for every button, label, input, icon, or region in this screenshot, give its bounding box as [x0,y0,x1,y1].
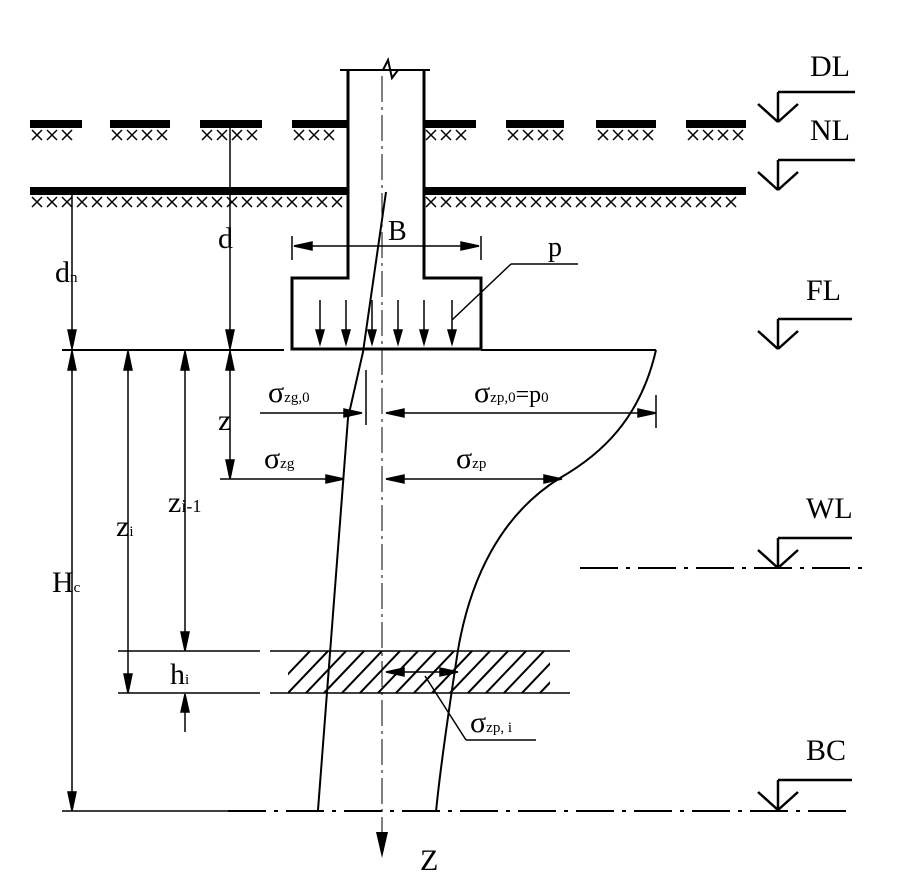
level-label-nl: NL [810,114,850,147]
extension-lines [62,478,340,812]
pressure-leader [451,263,512,321]
level-label-dl: DL [810,50,850,83]
label-z: z [218,404,231,437]
label-zi: zi [116,510,134,543]
soil-layer-hi [270,650,570,694]
sigma-zp0-arrow [385,395,657,428]
sigma-zp-arrow [385,474,563,484]
label-hc: Hc [52,566,81,599]
width-label: B [388,216,407,247]
sigma-zpi-arrow [385,667,536,741]
z-axis-arrow [376,832,388,858]
level-symbols [757,90,855,811]
label-sigma-zg0: σzg,0 [268,376,310,409]
sigma-zg-arrow [325,474,345,484]
additional-stress-curve [435,349,657,813]
label-sigma-zp0: σzp,0=p0 [474,376,549,409]
label-zi-1: zi-1 [168,486,201,519]
level-label-fl: FL [806,274,841,307]
pressure-arrows [315,300,457,347]
level-label-wl: WL [806,492,853,525]
break-symbol [382,57,399,81]
width-dimension [291,236,482,260]
sigma-zg0-arrow [260,370,367,425]
label-hi: hi [170,658,189,691]
dimension-lines [67,128,235,812]
label-sigma-zp: σzp [456,442,486,475]
self-weight-stress-line [317,191,387,811]
column-footing [290,69,483,351]
z-axis-label: Z [420,844,438,877]
level-label-bc: BC [806,734,846,767]
design-ground-line [30,120,746,141]
label-dn: dn [55,256,78,289]
natural-ground-line [30,187,746,208]
pressure-label: p [548,232,562,263]
label-d: d [218,222,233,255]
label-sigma-zpi: σzp, i [470,706,512,739]
label-sigma-zg: σzg [264,442,295,475]
